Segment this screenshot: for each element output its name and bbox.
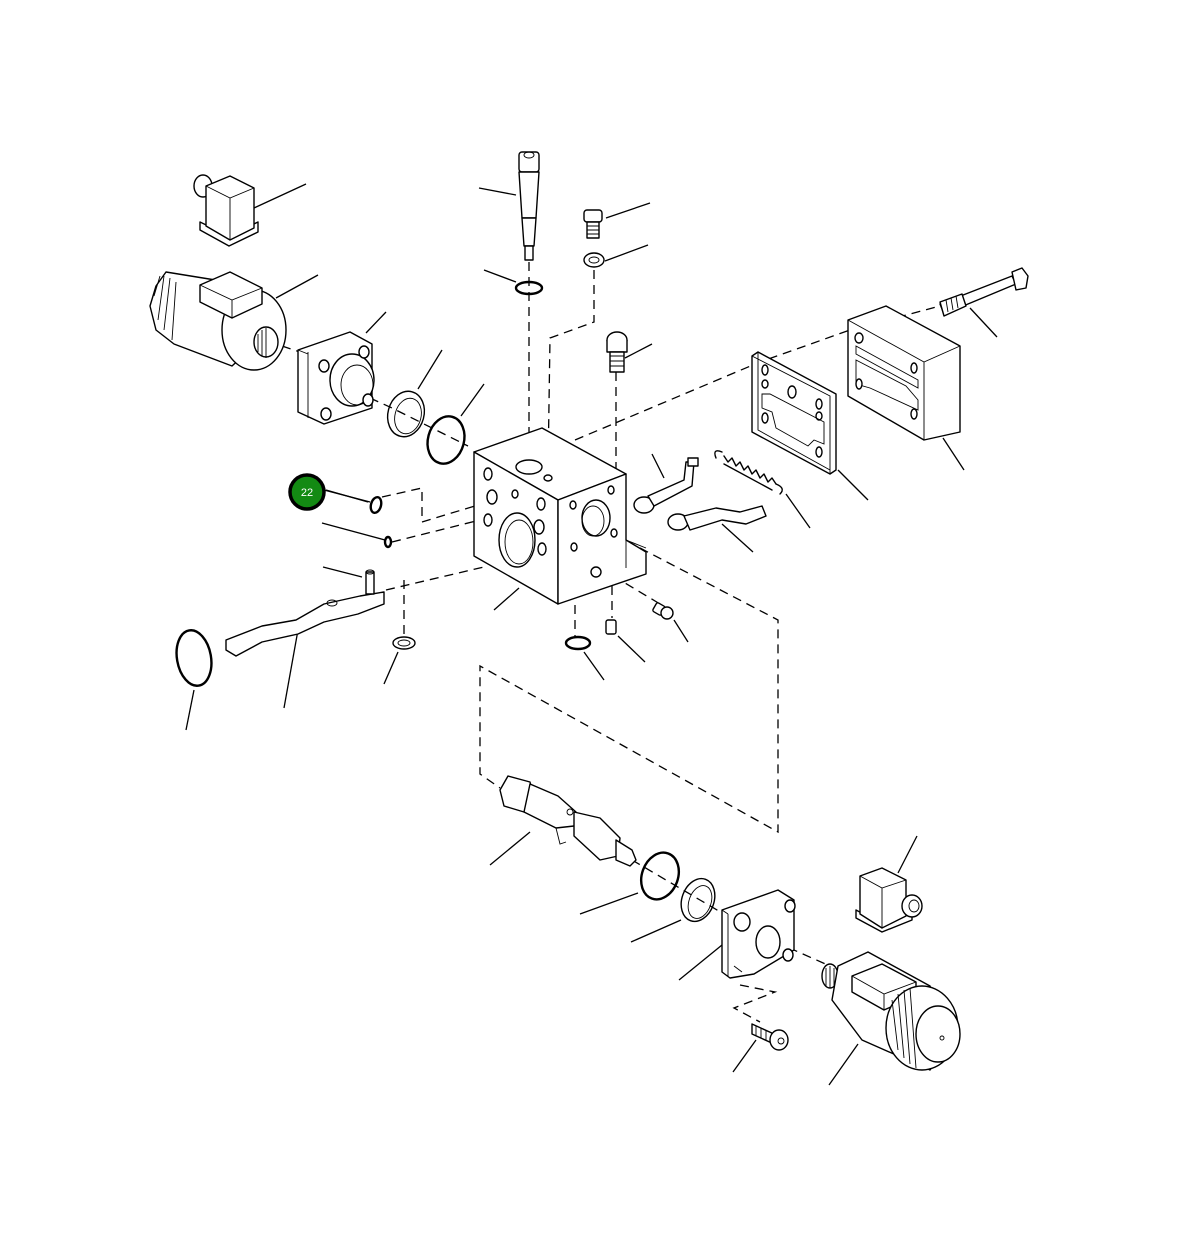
backup-ring-lower	[680, 877, 716, 923]
cover-block	[847, 305, 961, 441]
connector-plug-lower-right	[855, 867, 923, 933]
plug-screw-top	[583, 209, 603, 239]
o-ring-pin	[514, 280, 544, 296]
socket-screw-top	[606, 331, 628, 373]
long-bolt	[939, 267, 1029, 317]
connector-plug-upper-left	[193, 174, 259, 247]
o-ring-lower	[639, 851, 681, 901]
large-o-ring-left	[175, 629, 213, 687]
plug-screw-right	[652, 602, 674, 620]
assembly-lines	[281, 262, 941, 1023]
socket-screw-lower	[751, 1023, 789, 1051]
backup-ring-upper	[386, 390, 426, 438]
spool	[499, 775, 637, 867]
solenoid-coil-upper-left	[149, 271, 287, 371]
dowel-pin	[605, 619, 617, 635]
gasket-plate	[751, 351, 837, 475]
lever-lower	[667, 505, 767, 531]
small-o-ring-upper-left	[369, 495, 383, 515]
washer-top	[583, 252, 605, 268]
adapter-plate-lower-right	[721, 889, 796, 979]
leader-lines	[185, 183, 998, 1086]
spring	[714, 450, 783, 495]
solenoid-coil-lower-right	[821, 951, 961, 1071]
small-o-ring-lower-left	[383, 535, 393, 549]
callout-22[interactable]: 22	[288, 473, 369, 511]
adapter-plate-upper-left	[297, 331, 375, 425]
o-ring-bottom	[564, 635, 592, 651]
lever-arm-left	[225, 569, 385, 657]
valve-body	[473, 427, 647, 605]
manual-override-pin	[518, 151, 540, 261]
callout-label: 22	[301, 487, 313, 499]
lever-upper	[633, 457, 699, 514]
washer-bottom	[392, 636, 416, 650]
o-ring-upper	[426, 415, 466, 465]
